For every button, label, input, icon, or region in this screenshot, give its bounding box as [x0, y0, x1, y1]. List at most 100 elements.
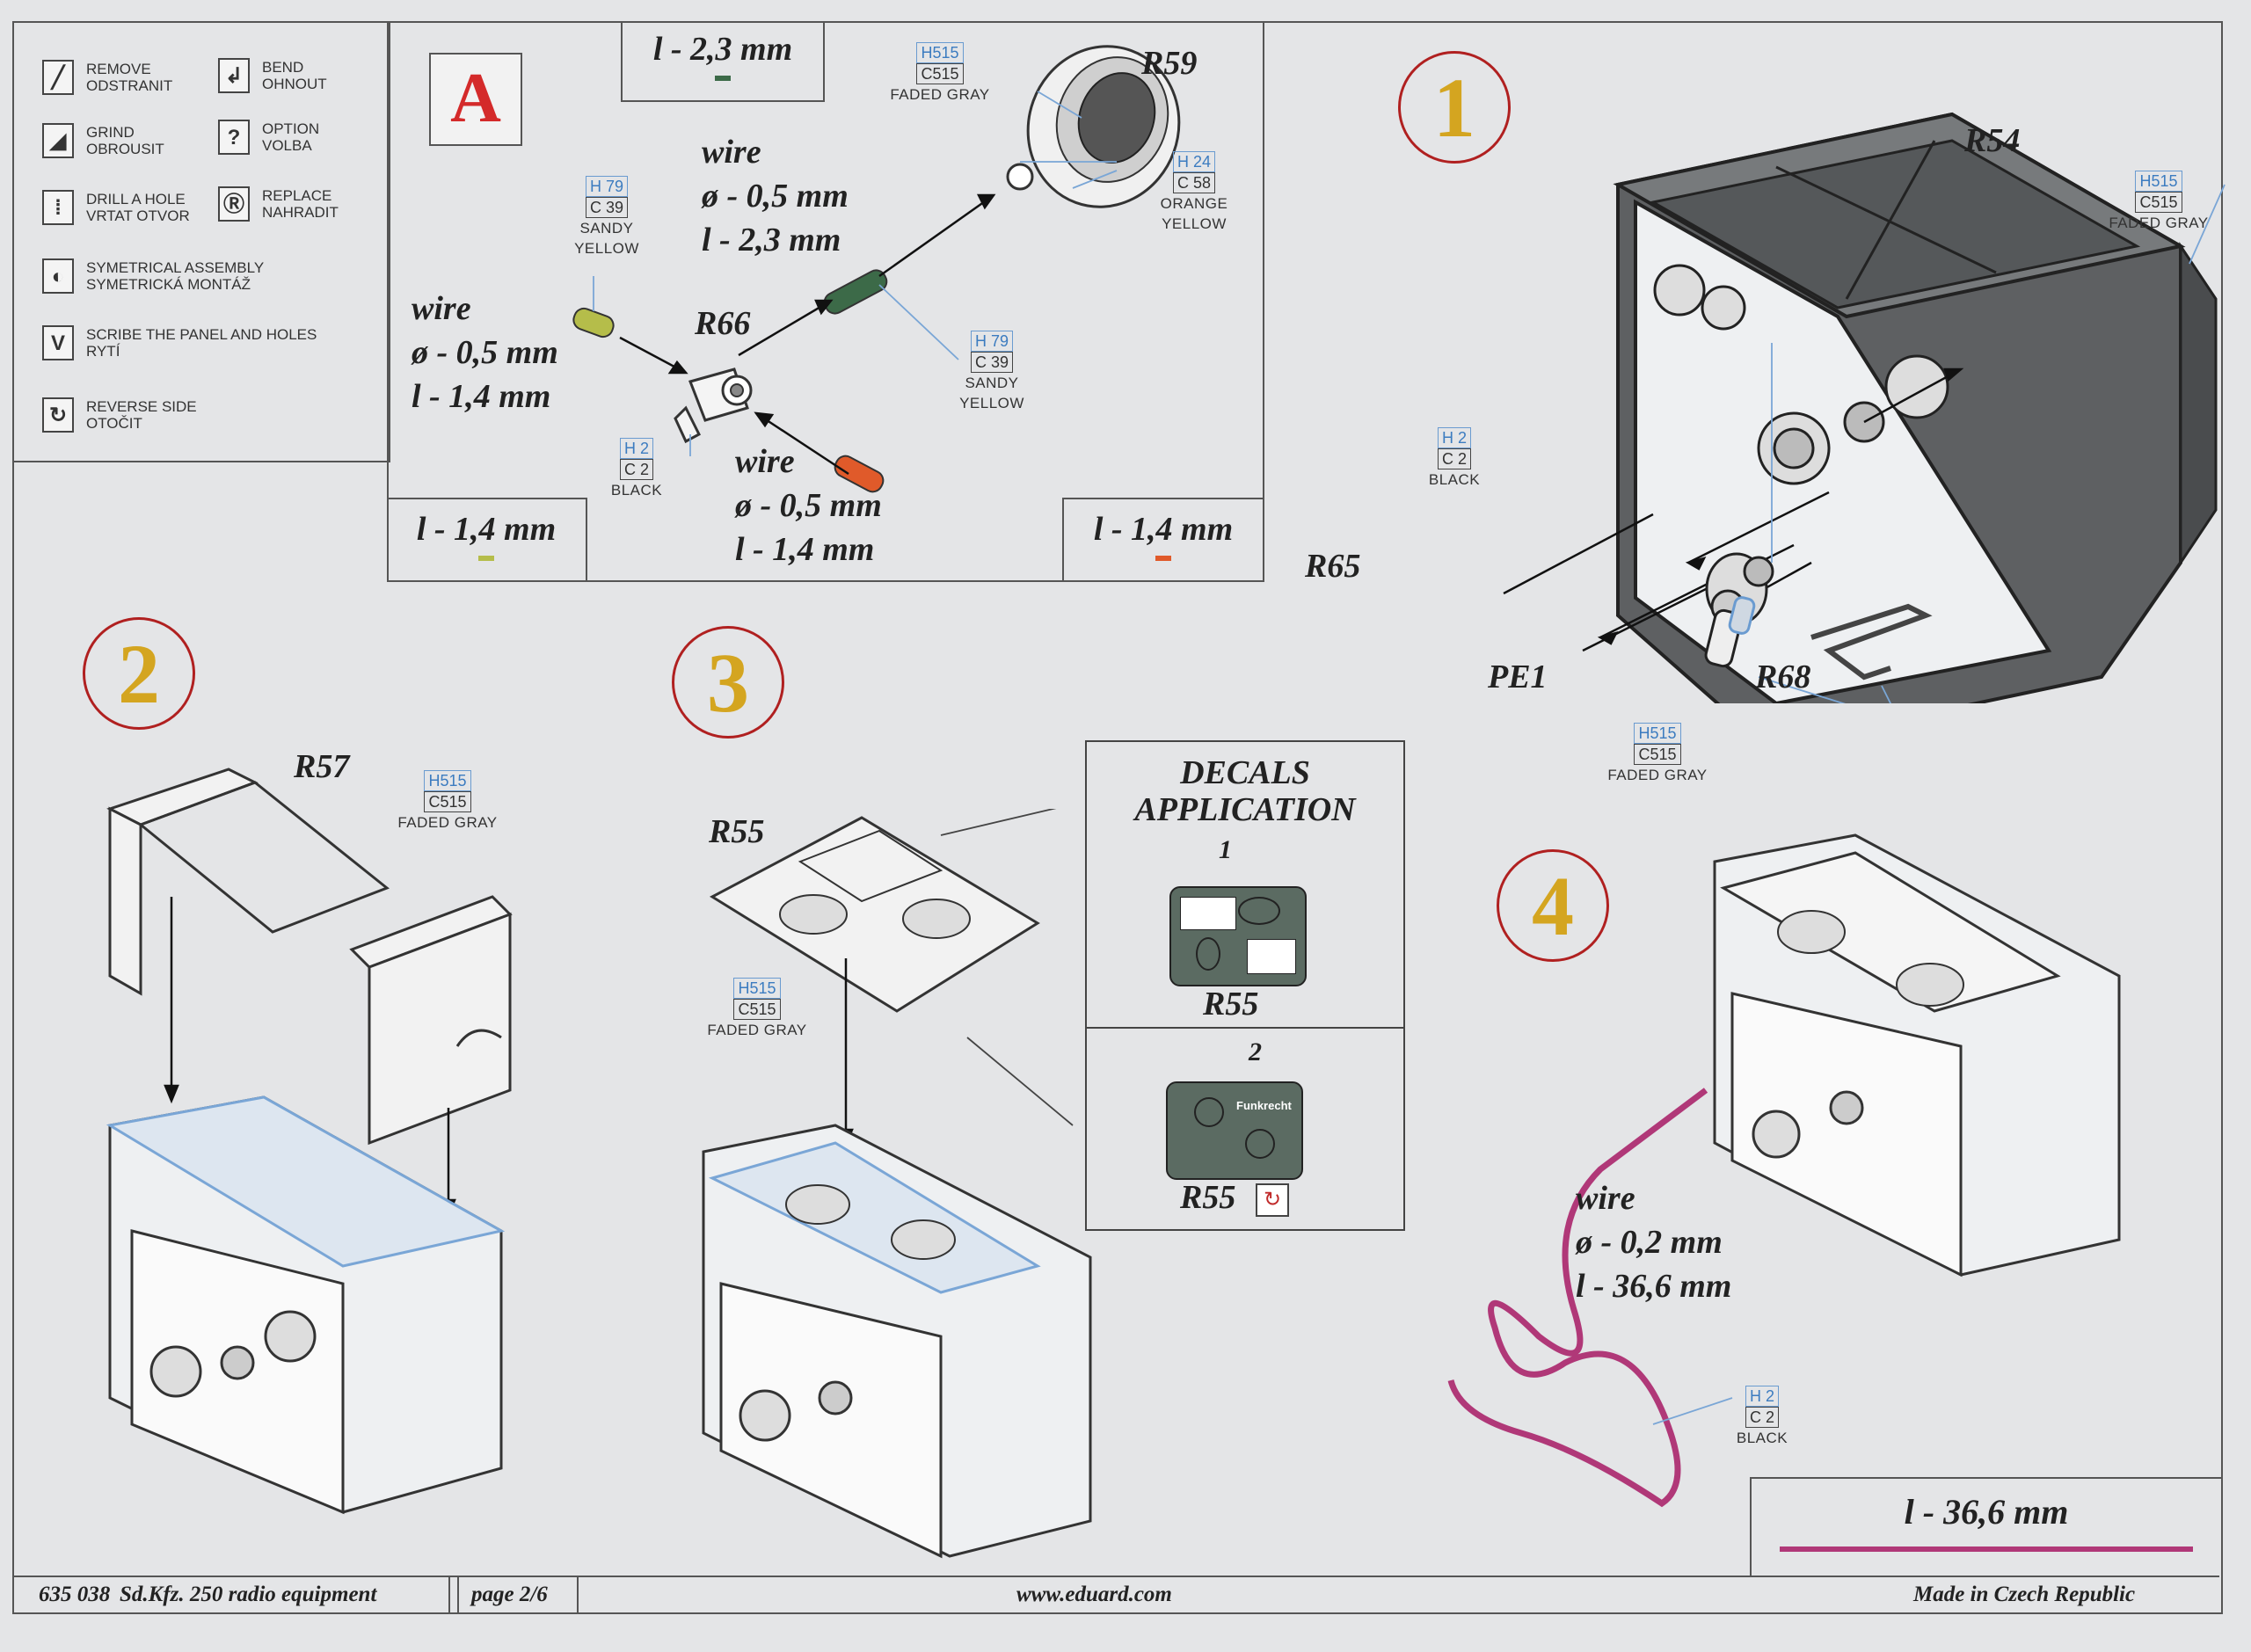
paint-code-h: H 79 — [970, 331, 1014, 352]
color-code-gray-r57: H515 C515 FADED GRAY — [382, 770, 514, 833]
paint-name: FADED GRAY — [2109, 215, 2209, 231]
paint-code-c: C515 — [1634, 744, 1681, 765]
legend-label-cz: OTOČIT — [86, 415, 142, 432]
website-url: www.eduard.com — [1016, 1583, 1172, 1606]
part-label-r57: R57 — [294, 748, 350, 785]
wire-spec-4: wire ø - 0,2 mm l - 36,6 mm — [1576, 1176, 1731, 1308]
step3-arrows — [838, 958, 854, 1148]
wire-color-swatch — [1780, 1546, 2193, 1552]
r55-panel — [709, 816, 1040, 1013]
legend-label-cz: OBROUSIT — [86, 141, 164, 157]
decal-r55-front — [1169, 886, 1307, 986]
section-a-panel — [387, 21, 1264, 582]
decal-number-1: 1 — [1219, 835, 1232, 864]
paint-name: YELLOW — [1162, 215, 1227, 232]
kit-title: Sd.Kfz. 250 radio equipment — [120, 1583, 377, 1606]
wire-spec-line: l - 1,4 mm — [735, 531, 875, 568]
part-label-pe1: PE1 — [1488, 659, 1548, 695]
part-label-r66: R66 — [695, 305, 751, 342]
color-code-sandy-2: H 79 C 39 SANDY YELLOW — [948, 331, 1036, 413]
length-box-right: l - 1,4 mm — [1062, 498, 1263, 582]
footer-divider — [448, 1577, 450, 1612]
length-label: l - 2,3 mm — [652, 31, 793, 68]
reverse-icon: ↻ — [42, 397, 74, 433]
wire-spec-2: wire ø - 0,5 mm l - 2,3 mm — [702, 130, 849, 262]
decal-data-plate — [1180, 897, 1236, 930]
step4-drawing — [1447, 833, 2121, 1508]
replace-icon: Ⓡ — [218, 186, 250, 222]
decal-part-label-1: R55 — [1203, 986, 1259, 1022]
wire-spec-line: wire — [702, 134, 761, 171]
length-label: l - 1,4 mm — [416, 511, 557, 548]
length-label: l - 36,6 mm — [1904, 1492, 2069, 1532]
paint-code-c: C515 — [2135, 192, 2182, 213]
decals-panel: DECALS APPLICATION 1 R55 2 Funkrecht R55… — [1085, 740, 1405, 1231]
legend-label-en: REPLACE — [262, 187, 332, 204]
step1-drawing — [1503, 112, 2226, 703]
r68-part — [1704, 596, 1756, 668]
paint-name: FADED GRAY — [397, 814, 498, 831]
color-code-gray-pe1: H515 C515 FADED GRAY — [1592, 723, 1723, 785]
grind-icon: ◢ — [42, 123, 74, 158]
decal-text: Funkrecht — [1236, 1099, 1292, 1112]
r59-part — [1006, 45, 1181, 208]
footer-divider — [577, 1577, 579, 1612]
paint-name: ORANGE — [1160, 195, 1228, 212]
legend-label-cz: RYTÍ — [86, 343, 120, 360]
length-box-left: l - 1,4 mm — [387, 498, 587, 582]
paint-code-c: C 39 — [970, 352, 1014, 373]
paint-code-c: C 2 — [1745, 1407, 1779, 1428]
section-a-letter: A — [450, 60, 501, 137]
length-label: l - 1,4 mm — [1093, 511, 1234, 548]
part-label-r59: R59 — [1141, 45, 1198, 82]
wire-piece-orange — [834, 455, 885, 493]
decal-r55-back: Funkrecht — [1166, 1081, 1303, 1180]
step3-box — [702, 1124, 1092, 1559]
pe1-part — [1810, 603, 1933, 680]
legend-label-en: BEND — [262, 59, 304, 76]
wire-spec-line: ø - 0,5 mm — [735, 487, 882, 524]
wire-spec-line: wire — [735, 443, 795, 480]
step3-drawing — [702, 809, 1092, 1559]
paint-name: BLACK — [610, 482, 663, 499]
decal-oval-marking — [1196, 937, 1220, 971]
paint-name: BLACK — [1428, 471, 1481, 488]
part-label-r54: R54 — [1964, 122, 2021, 159]
wire-piece-sandy — [572, 307, 615, 338]
part-label-r55: R55 — [709, 813, 765, 850]
wire-spec-line: l - 2,3 mm — [702, 222, 841, 258]
paint-code-h: H 79 — [585, 176, 629, 197]
paint-name: YELLOW — [959, 395, 1024, 411]
wire-spec-line: wire — [1576, 1180, 1635, 1217]
paint-code-h: H 2 — [619, 438, 653, 459]
paint-code-c: C515 — [916, 63, 964, 84]
length-box-step4: l - 36,6 mm — [1750, 1477, 2221, 1577]
paint-name: FADED GRAY — [1607, 767, 1708, 783]
legend-label-en: REMOVE — [86, 61, 151, 77]
page-number: page 2/6 — [471, 1583, 548, 1606]
wire-spec-line: l - 36,6 mm — [1576, 1268, 1732, 1305]
kit-code: 635 038 — [39, 1583, 111, 1606]
legend-label-en: SYMETRICAL ASSEMBLY — [86, 259, 265, 276]
decal-part-label-2: R55 — [1180, 1179, 1236, 1216]
paint-name: YELLOW — [574, 240, 639, 257]
wire-color-swatch — [715, 76, 731, 81]
remove-icon: ╱ — [42, 60, 74, 95]
step2-drawing — [106, 768, 513, 1515]
assembly-arrows — [619, 193, 996, 476]
decals-divider — [1087, 1027, 1403, 1029]
step1-callout-lines — [1758, 184, 2226, 703]
color-code-black-a: H 2 C 2 BLACK — [593, 438, 681, 500]
color-callout-lines — [593, 91, 1118, 456]
wire-spec-line: ø - 0,5 mm — [702, 178, 849, 215]
footer: 635 038 Sd.Kfz. 250 radio equipment page… — [14, 1576, 2219, 1612]
wire-spec-line: ø - 0,2 mm — [1576, 1224, 1723, 1261]
paint-name: BLACK — [1736, 1430, 1788, 1446]
decal-label — [1247, 939, 1296, 974]
